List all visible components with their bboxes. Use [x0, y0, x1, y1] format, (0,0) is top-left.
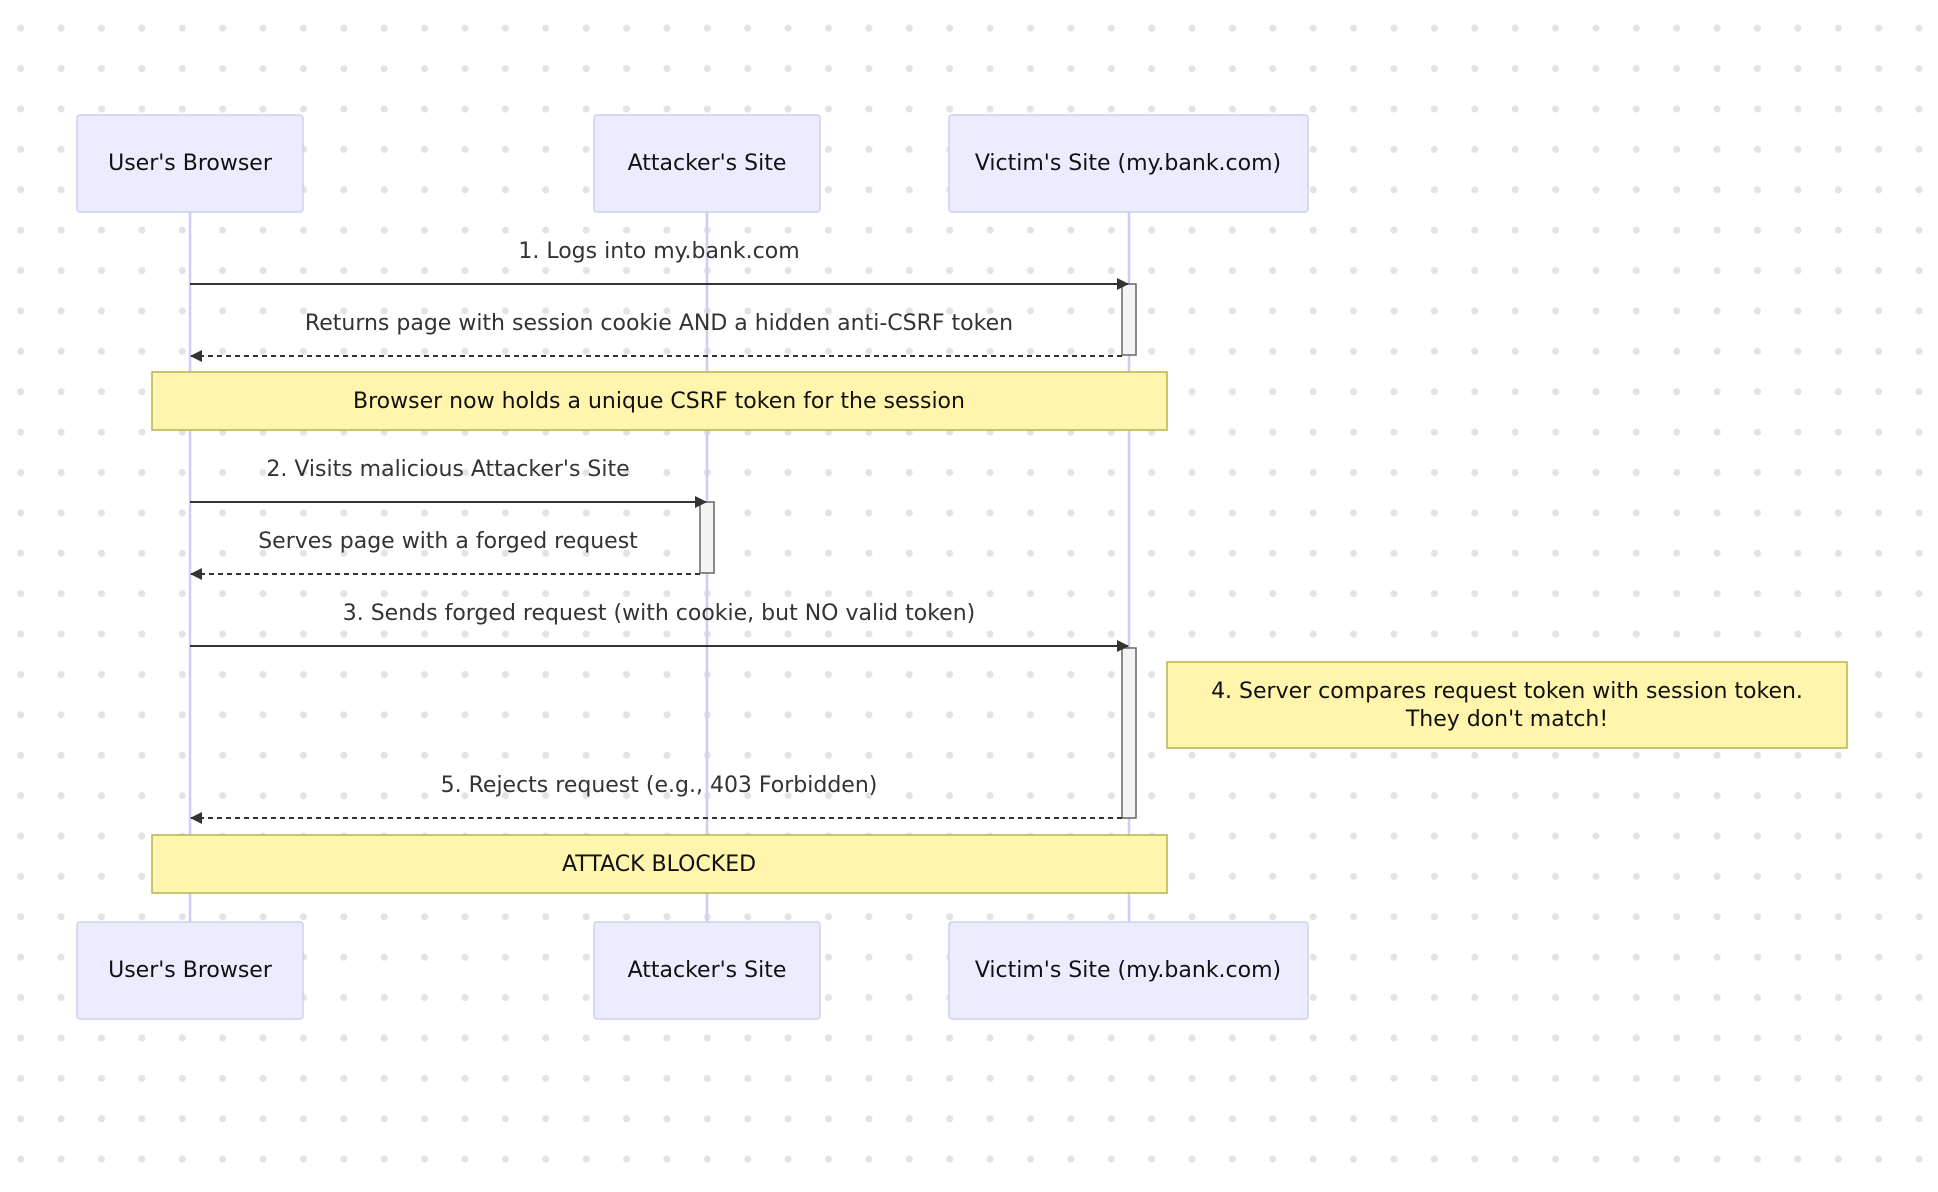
note-box [1166, 661, 1848, 749]
note-text-line-1: 4. Server compares request token with se… [1211, 679, 1803, 704]
participant-box [948, 114, 1309, 213]
message-label: 2. Visits malicious Attacker's Site [266, 457, 629, 482]
note-text: ATTACK BLOCKED [562, 852, 756, 877]
note-csrf-token: Browser now holds a unique CSRF token fo… [151, 371, 1168, 431]
message-label: 3. Sends forged request (with cookie, bu… [343, 601, 976, 626]
message-2-returns-page: Returns page with session cookie AND a h… [190, 311, 1122, 362]
participant-box [76, 921, 304, 1020]
participant-victims-site-bottom: Victim's Site (my.bank.com) [948, 921, 1309, 1020]
note-text-line-2: They don't match! [1405, 707, 1608, 732]
note-box [151, 834, 1168, 894]
participant-label: Attacker's Site [628, 958, 787, 983]
note-text: Browser now holds a unique CSRF token fo… [353, 389, 965, 414]
participants-bottom: User's Browser Attacker's Site Victim's … [76, 921, 1309, 1020]
participant-label: User's Browser [108, 151, 273, 176]
participant-label: Victim's Site (my.bank.com) [975, 958, 1281, 983]
message-label: 5. Rejects request (e.g., 403 Forbidden) [441, 773, 878, 798]
activation-victims-site-forged [1121, 647, 1137, 819]
participant-box [593, 114, 821, 213]
participant-victims-site: Victim's Site (my.bank.com) [948, 114, 1309, 213]
message-5-sends-forged: 3. Sends forged request (with cookie, bu… [190, 601, 1129, 652]
participant-box [948, 921, 1309, 1020]
participant-users-browser: User's Browser [76, 114, 304, 213]
participants-top: User's Browser Attacker's Site Victim's … [76, 114, 1309, 213]
participant-label: User's Browser [108, 958, 273, 983]
note-box [151, 371, 1168, 431]
message-label: Returns page with session cookie AND a h… [305, 311, 1013, 336]
note-server-compares: 4. Server compares request token with se… [1166, 661, 1848, 749]
activations [699, 283, 1137, 819]
messages: 1. Logs into my.bank.com Returns page wi… [190, 239, 1129, 824]
activation-attackers-site [699, 501, 715, 574]
participant-box [76, 114, 304, 213]
message-1-login: 1. Logs into my.bank.com [190, 239, 1129, 290]
participant-box [593, 921, 821, 1020]
activation-victims-site-login [1121, 283, 1137, 356]
message-6-rejects: 5. Rejects request (e.g., 403 Forbidden) [190, 773, 1122, 824]
message-3-visits-attacker: 2. Visits malicious Attacker's Site [190, 457, 707, 508]
participant-users-browser-bottom: User's Browser [76, 921, 304, 1020]
message-label: 1. Logs into my.bank.com [518, 239, 799, 264]
message-4-serves-forged: Serves page with a forged request [190, 529, 700, 580]
participant-label: Victim's Site (my.bank.com) [975, 151, 1281, 176]
note-attack-blocked: ATTACK BLOCKED [151, 834, 1168, 894]
participant-attackers-site: Attacker's Site [593, 114, 821, 213]
message-label: Serves page with a forged request [258, 529, 638, 554]
participant-label: Attacker's Site [628, 151, 787, 176]
participant-attackers-site-bottom: Attacker's Site [593, 921, 821, 1020]
